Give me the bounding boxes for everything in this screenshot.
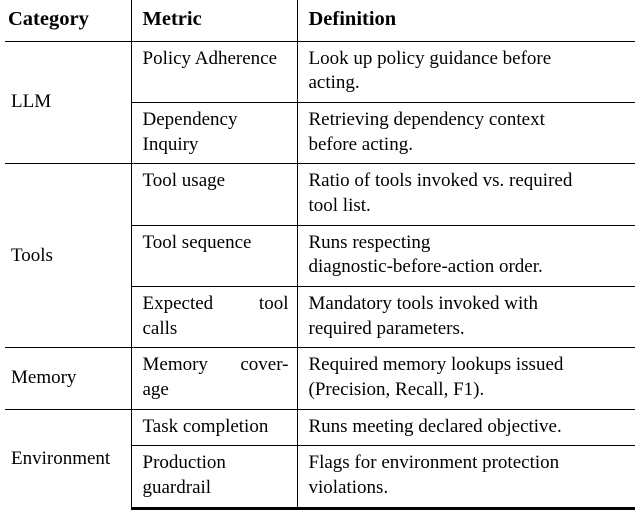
table-body: LLM Policy Adherence Look up policy guidan… [5,40,635,510]
category-cell: LLM [5,40,131,164]
metric-cell: Production guardrail [130,445,297,510]
definition-text-line: tool list. [308,194,371,216]
table-row: Tool sequence Runs respecting diagnostic-b… [5,224,635,287]
definition-text-line: Retrieving dependency context [308,108,545,130]
metric-cell: Task completion [130,408,297,446]
metric-cell: Policy Adherence [130,40,297,103]
metric-text-line: Policy Adherence [142,47,278,69]
definition-text-line: Look up policy guidance before [308,47,552,69]
metric-text-line: Memory cover- [142,354,289,376]
table-row: Expected tool calls Mandatory tools invoke… [5,285,635,348]
definition-text-line: violations. [308,477,389,499]
metric-text-line: Tool usage [142,170,226,192]
definition-cell: Flags for environment protection violatio… [296,445,635,510]
column-header-metric: Metric [130,0,297,41]
metric-text-line: guardrail [142,477,212,499]
definition-text-line: Required memory lookups issued [308,354,564,376]
definition-cell: Runs respecting diagnostic-before-action … [296,224,635,287]
definition-text-line: Runs meeting declared objective. [308,415,562,437]
metric-cell: Expected tool calls [130,285,297,348]
metric-text-line: Inquiry [142,133,199,155]
definition-text-line: Mandatory tools invoked with [308,293,539,314]
definition-text-line: acting. [308,72,360,94]
metrics-table: Category Metric Definition LLM Policy Adh… [5,0,635,510]
metric-text-line: Tool sequence [142,231,252,253]
definition-text-line: (Precision, Recall, F1). [308,379,485,401]
metric-text-line: calls [142,317,178,339]
category-label: Environment [11,447,111,469]
definition-text-line: Runs respecting [308,231,431,253]
metrics-table-container: Category Metric Definition LLM Policy Adh… [5,0,635,510]
header-row: Category Metric Definition [5,0,635,41]
category-label: Tools [11,244,53,266]
metric-text-line: age [142,379,169,401]
definition-text-line: Ratio of tools invoked vs. required [308,170,573,192]
metric-text-line: Dependency [142,108,238,130]
definition-text-line: diagnostic-before-action order. [308,256,543,278]
table-header: Category Metric Definition [5,0,635,41]
metric-text-line: Task completion [142,415,269,437]
definition-text-line: required parameters. [308,317,465,339]
metric-text-line: Production [142,452,226,474]
metric-cell: Memory cover-age [130,347,297,410]
category-cell: Tools [5,163,131,348]
category-label: Memory [11,367,77,389]
definition-cell: Required memory lookups issued (Precision… [296,347,635,410]
table-row: LLM Policy Adherence Look up policy guidan… [5,40,635,164]
category-label: LLM [11,91,52,113]
definition-text-line: Flags for environment protection [308,452,560,474]
table-row: Environment Task completion Runs meeting d… [5,408,635,509]
category-cell: Memory [5,347,131,410]
definition-text-line: before acting. [308,133,413,155]
definition-cell: Mandatory tools invoked with required par… [296,285,635,348]
metric-cell: Tool sequence [130,224,297,287]
column-header-definition: Definition [296,0,635,41]
column-header-category: Category [8,8,89,30]
category-cell: Environment [5,408,131,509]
table-row: Tools Tool usage Ratio of tools invoked vs… [5,163,635,348]
definition-cell: Retrieving dependency context before acti… [296,101,635,164]
definition-cell: Look up policy guidance before acting. [296,40,635,103]
metric-cell: Tool usage [130,163,297,226]
definition-cell: Runs meeting declared objective. [296,408,635,446]
metric-text-line: Expected tool [142,293,289,314]
